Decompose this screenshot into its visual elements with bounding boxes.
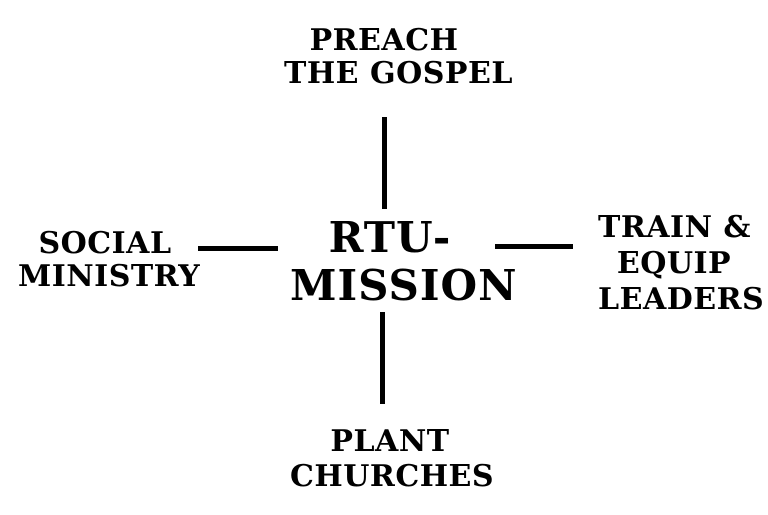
social-ministry-label: SOCIAL MINISTRY (18, 226, 201, 294)
right-label-line-2: EQUIP (616, 246, 732, 281)
train-equip-leaders-label: TRAIN & EQUIP LEADERS (598, 210, 765, 318)
right-label-line-1: TRAIN & (598, 210, 752, 245)
top-label-line-2: THE GOSPEL (284, 56, 513, 91)
bottom-label-line-2: CHURCHES (290, 459, 495, 494)
left-connector-line (198, 246, 278, 251)
bottom-label-line-1: PLANT (330, 424, 450, 459)
center-title-line-2: MISSION (290, 261, 518, 310)
right-connector-line (495, 244, 573, 249)
center-title: RTU- MISSION (290, 213, 518, 310)
top-label-line-1: PREACH (309, 23, 459, 58)
bottom-connector-line (380, 312, 385, 404)
top-connector-line (382, 117, 387, 209)
center-title-line-1: RTU- (328, 213, 452, 262)
plant-churches-label: PLANT CHURCHES (290, 424, 495, 494)
preach-the-gospel-label: PREACH THE GOSPEL (284, 23, 513, 91)
right-label-line-3: LEADERS (598, 282, 765, 317)
left-label-line-2: MINISTRY (18, 259, 201, 294)
left-label-line-1: SOCIAL (38, 226, 172, 261)
